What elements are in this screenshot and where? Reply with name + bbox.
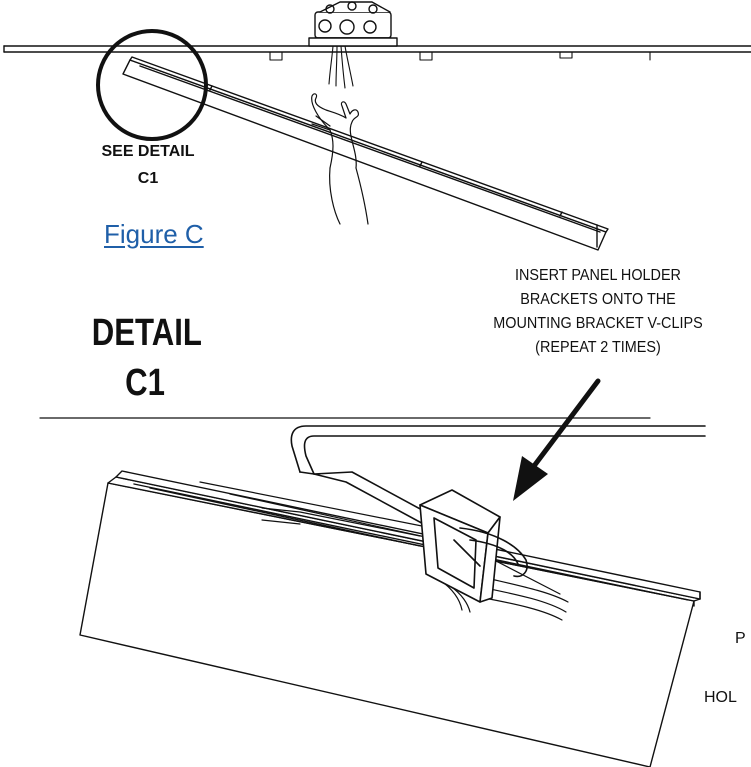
instruction-text: INSERT PANEL HOLDER BRACKETS ONTO THE MO…	[463, 264, 733, 360]
instruction-line4: (REPEAT 2 TIMES)	[535, 339, 661, 356]
instruction-arrow	[513, 378, 601, 501]
instruction-line3: MOUNTING BRACKET V-CLIPS	[493, 315, 703, 332]
detail-title: DETAIL C1	[91, 308, 202, 408]
instruction-line1: INSERT PANEL HOLDER	[515, 267, 681, 284]
wires	[328, 45, 354, 89]
detail-title-line2: C1	[125, 362, 165, 404]
see-detail-line2: C1	[137, 170, 159, 187]
see-detail-line1: SEE DETAIL	[101, 143, 195, 160]
clipped-label-2: HOL	[704, 689, 737, 706]
instruction-line2: BRACKETS ONTO THE	[520, 291, 676, 308]
hands	[311, 93, 369, 225]
detail-panel	[79, 470, 701, 767]
detail-callout-circle	[96, 29, 208, 141]
detail-title-line1: DETAIL	[91, 312, 202, 354]
clipped-label-1: P	[735, 630, 746, 647]
led-panel	[122, 56, 609, 251]
panel-holder-bracket	[419, 489, 528, 603]
junction-box	[308, 1, 398, 47]
figure-title: Figure C	[104, 219, 204, 249]
see-detail-label: SEE DETAIL C1	[78, 138, 218, 192]
mounting-bracket	[269, 51, 651, 61]
